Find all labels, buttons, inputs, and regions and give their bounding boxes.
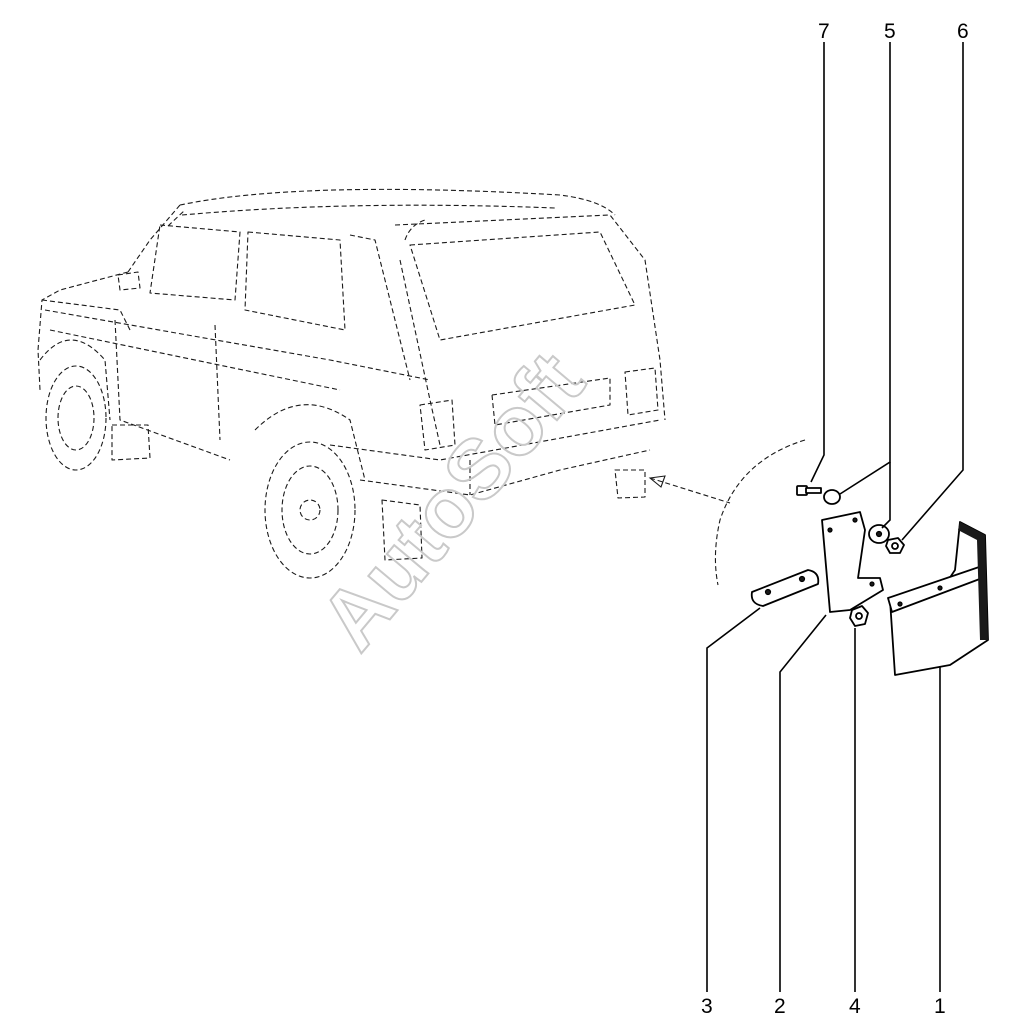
callout-3: 3 <box>701 995 713 1018</box>
plate-part-3 <box>750 569 820 607</box>
callout-5: 5 <box>884 20 896 43</box>
callout-4: 4 <box>849 995 861 1018</box>
nut-part-4 <box>849 605 869 627</box>
nut-part-6 <box>885 537 905 554</box>
callout-1: 1 <box>934 995 946 1018</box>
bolt-part-7 <box>796 485 822 496</box>
vehicle-outline <box>37 188 666 579</box>
watermark-text: AutoSoft <box>302 335 602 667</box>
assembly-arrow <box>648 439 806 586</box>
mudflap-part-1 <box>887 521 989 676</box>
leader-lines <box>706 42 964 992</box>
callout-2: 2 <box>774 995 786 1018</box>
callout-6: 6 <box>957 20 969 43</box>
bracket-part-2 <box>821 511 884 613</box>
callout-labels: 7 5 6 3 2 4 1 <box>701 20 969 1018</box>
washer-part-5 <box>823 489 890 544</box>
callout-7: 7 <box>818 20 830 43</box>
